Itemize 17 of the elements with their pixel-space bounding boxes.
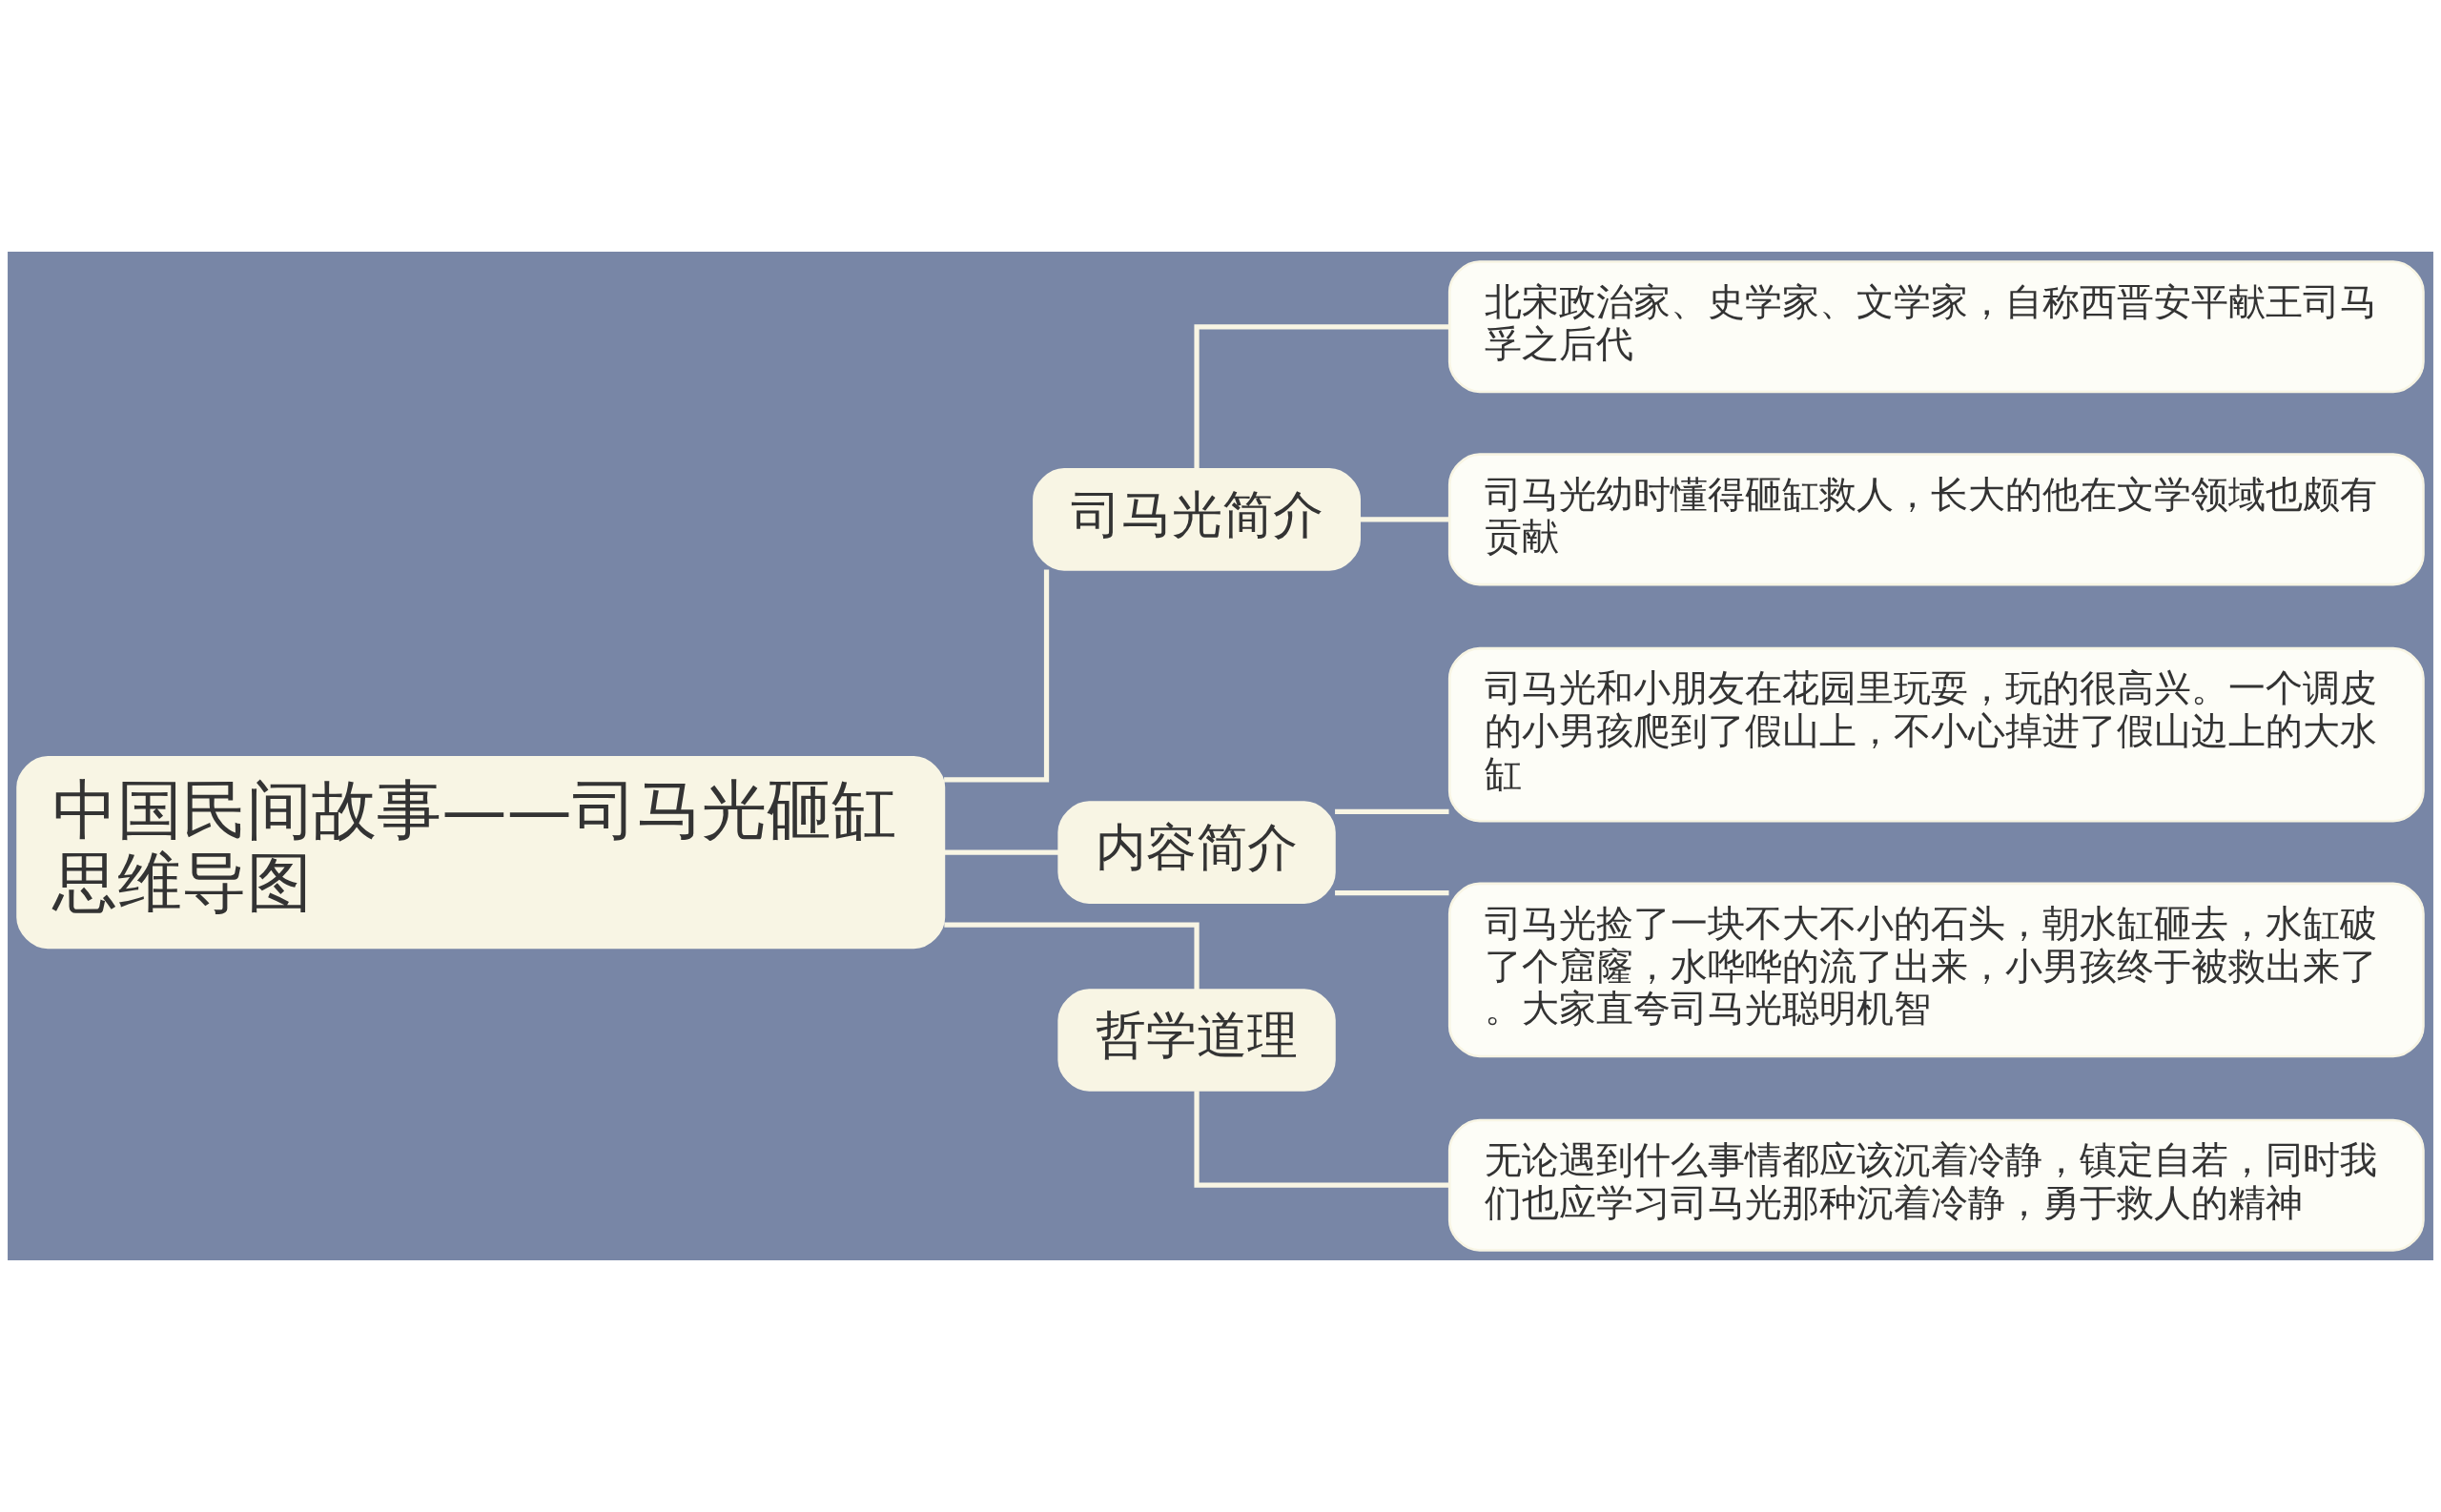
connector (1335, 808, 1449, 815)
node-box: 内容简介 (1057, 801, 1336, 904)
node-box: 中国民间故事——司马光砸缸思维导图 (16, 756, 946, 950)
connector (1194, 324, 1449, 469)
node-box: 北宋政治家、史学家、文学家，自称西晋安平献王司马孚之后代 (1447, 260, 2425, 394)
node-box: 哲学道理 (1057, 989, 1336, 1092)
connector (1360, 517, 1450, 522)
node-box: 无论遇到什么事情都应该沉着冷静，镇定自若，同时我们也应学习司马光那种沉着冷静，勇于救人的精神 (1447, 1118, 2425, 1252)
connector (944, 569, 1050, 783)
node-box: 司马光简介 (1033, 468, 1361, 571)
node-box: 司马光和小朋友在花园里玩耍，玩的很高兴。一个调皮的小男孩爬到了假山上，不小心掉进了假山边上的大水缸 (1447, 646, 2425, 823)
connector (944, 922, 1200, 991)
connector (1194, 1091, 1449, 1188)
connector (1335, 890, 1449, 896)
connector (944, 849, 1059, 855)
node-box: 司马光幼时懂得砸缸救人，长大的他在文学领域也颇有贡献 (1447, 453, 2425, 586)
node-box: 司马光捡了一块不大不小的石头，朝水缸砸去，水缸破了个窟窿，水哗哗的流了出来，小男孩终于被救出来了。大家直夸司马光聪明机智 (1447, 882, 2425, 1058)
